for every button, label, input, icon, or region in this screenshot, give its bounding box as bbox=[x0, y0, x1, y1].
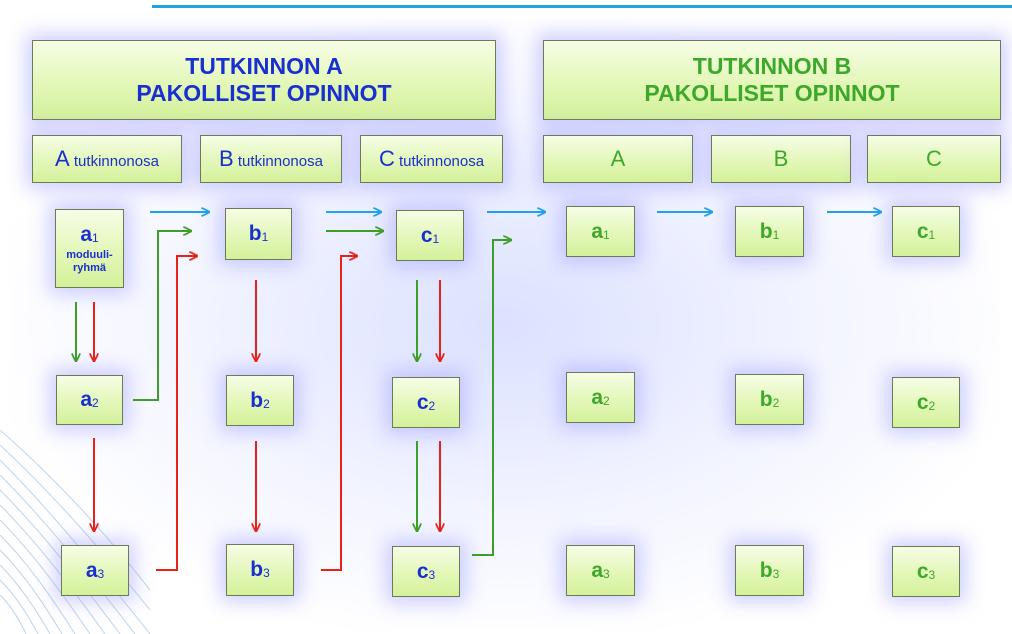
node-b-b3: b3 bbox=[735, 545, 804, 596]
header-b-label: B bbox=[773, 146, 789, 171]
node-subscript: 2 bbox=[928, 398, 936, 413]
node-a3: a3 bbox=[61, 545, 129, 596]
node-letter: a bbox=[591, 385, 603, 409]
node-subscript: 2 bbox=[92, 396, 99, 410]
node-b-c3: c3 bbox=[892, 546, 960, 597]
node-b-a1: a1 bbox=[566, 206, 635, 257]
node-subscript: 3 bbox=[97, 566, 105, 581]
node-b-c2: c2 bbox=[892, 377, 960, 428]
node-letter: b bbox=[759, 219, 773, 243]
node-subscript: 2 bbox=[428, 398, 436, 413]
background-glow bbox=[10, 20, 1000, 630]
node-c3: c3 bbox=[392, 546, 460, 597]
header-letter: B bbox=[219, 146, 234, 171]
node-letter: c bbox=[916, 390, 929, 414]
title-a-line1: TUTKINNON A bbox=[185, 53, 343, 79]
header-b-label: C bbox=[926, 146, 942, 171]
node-letter: c bbox=[916, 559, 929, 583]
node-subscript: 2 bbox=[263, 396, 270, 411]
node-subscript: 1 bbox=[261, 230, 269, 244]
node-subscript: 2 bbox=[772, 395, 780, 410]
header-letter: C bbox=[378, 146, 395, 171]
arrow-green-c3-b-a1 bbox=[472, 240, 510, 556]
node-b3: b3 bbox=[226, 544, 294, 596]
title-box-b: TUTKINNON B PAKOLLISET OPINNOT bbox=[543, 40, 1001, 120]
header-b-col-a: A bbox=[543, 135, 693, 183]
arrow-green-a2-b1 bbox=[133, 231, 190, 401]
header-word: tutkinnonosa bbox=[233, 153, 323, 170]
header-b-tutkinnonosa: B tutkinnonosa bbox=[200, 135, 342, 183]
header-c-tutkinnonosa: C tutkinnonosa bbox=[360, 135, 503, 183]
node-letter: a bbox=[80, 388, 92, 411]
node-b2: b2 bbox=[226, 375, 294, 426]
node-note-line2: ryhmä bbox=[72, 261, 107, 274]
node-letter: c bbox=[916, 219, 929, 243]
node-letter: b bbox=[759, 558, 773, 582]
node-letter: a bbox=[80, 222, 92, 246]
node-subscript: 3 bbox=[428, 567, 436, 582]
node-letter: b bbox=[759, 387, 773, 411]
node-letter: c bbox=[416, 390, 429, 414]
node-b-b2: b2 bbox=[735, 374, 804, 425]
node-letter: a bbox=[85, 558, 98, 582]
node-subscript: 1 bbox=[92, 230, 99, 245]
arrow-red-b3-c1 bbox=[321, 256, 356, 571]
arrow-red-a3-b1 bbox=[156, 256, 196, 571]
node-b-c1: c1 bbox=[892, 206, 960, 257]
title-box-a: TUTKINNON A PAKOLLISET OPINNOT bbox=[32, 40, 496, 120]
node-subscript: 1 bbox=[928, 227, 936, 242]
node-subscript: 1 bbox=[432, 231, 440, 246]
node-a1: a1 moduuli-ryhmä bbox=[55, 209, 124, 288]
node-b1: b1 bbox=[225, 208, 292, 260]
wave-decoration bbox=[0, 429, 150, 634]
header-a-tutkinnonosa: A tutkinnonosa bbox=[32, 135, 182, 183]
header-b-label: A bbox=[610, 146, 626, 171]
header-word: tutkinnonosa bbox=[394, 153, 485, 170]
node-letter: b bbox=[250, 388, 264, 412]
header-b-col-c: C bbox=[867, 135, 1001, 183]
title-b-line2: PAKOLLISET OPINNOT bbox=[644, 80, 900, 106]
node-b-a3: a3 bbox=[566, 545, 635, 596]
node-subscript: 1 bbox=[772, 227, 780, 242]
node-letter: b bbox=[250, 558, 264, 581]
title-a-line2: PAKOLLISET OPINNOT bbox=[136, 80, 392, 106]
node-b-b1: b1 bbox=[735, 206, 804, 257]
node-b-a2: a2 bbox=[566, 372, 635, 423]
node-note-line1: moduuli- bbox=[66, 248, 113, 261]
title-b-line1: TUTKINNON B bbox=[692, 53, 852, 79]
node-subscript: 3 bbox=[928, 567, 936, 582]
header-letter: A bbox=[55, 146, 70, 171]
node-subscript: 1 bbox=[603, 227, 610, 242]
node-subscript: 2 bbox=[603, 393, 610, 408]
top-rule bbox=[152, 5, 1012, 8]
header-word: tutkinnonosa bbox=[69, 153, 159, 170]
node-letter: a bbox=[591, 219, 603, 243]
node-subscript: 3 bbox=[263, 566, 270, 580]
header-b-col-b: B bbox=[711, 135, 851, 183]
node-letter: b bbox=[248, 222, 262, 245]
node-c2: c2 bbox=[392, 377, 460, 428]
node-letter: a bbox=[591, 558, 603, 582]
node-a2: a2 bbox=[56, 375, 123, 425]
node-letter: c bbox=[420, 223, 433, 247]
node-letter: c bbox=[416, 559, 429, 583]
node-c1: c1 bbox=[396, 210, 464, 261]
node-subscript: 3 bbox=[772, 566, 780, 581]
node-subscript: 3 bbox=[603, 566, 610, 581]
